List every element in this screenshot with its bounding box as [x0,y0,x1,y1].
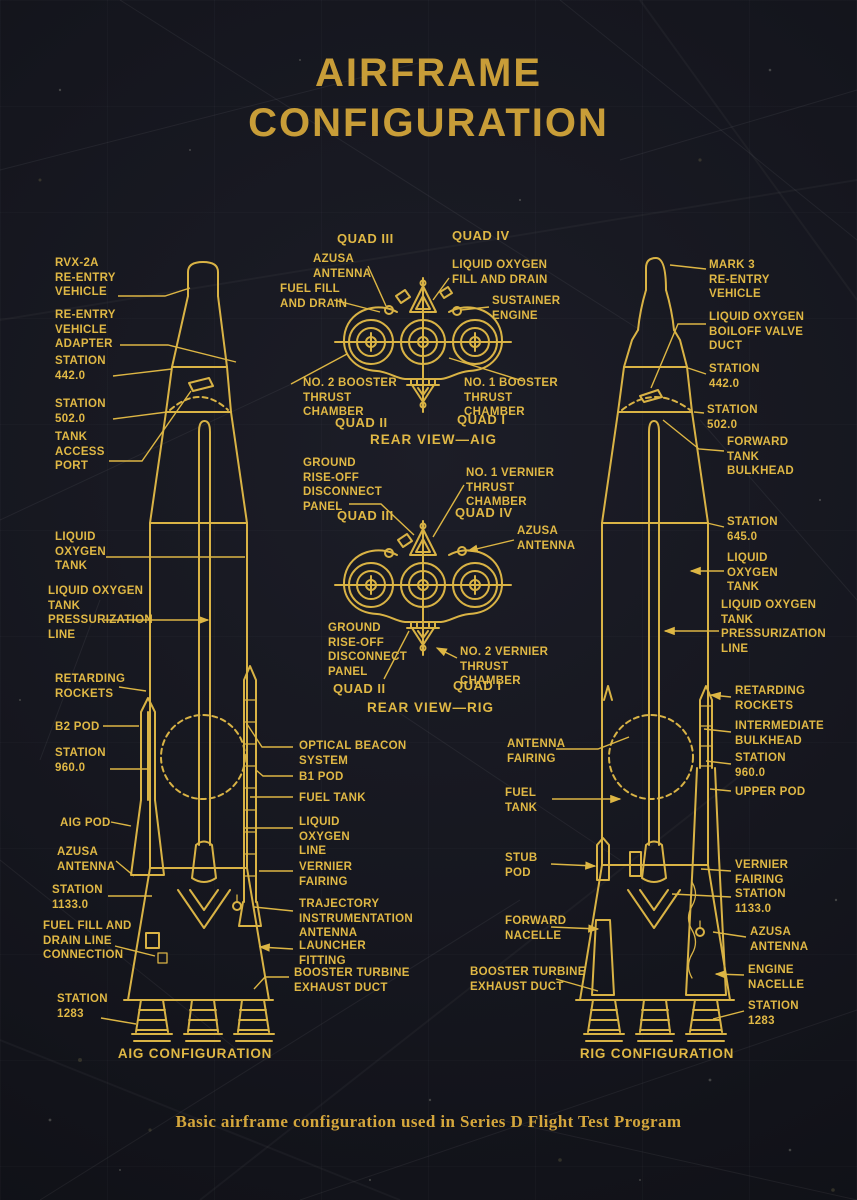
rear-view-rig-caption: REAR VIEW—RIG [367,700,495,715]
label-ground-rise-off-panel-top: GROUND RISE-OFF DISCONNECT PANEL [303,457,383,514]
label-trajectory-instrumentation-antenna: TRAJECTORY INSTRUMENTATION ANTENNA [299,898,413,940]
label-booster-turbine-duct-left: BOOSTER TURBINE EXHAUST DUCT [294,967,410,994]
label-azusa-antenna-rig-view: AZUSA ANTENNA [517,525,576,552]
label-b1-pod: B1 POD [299,771,344,783]
label-station-502-right: STATION 502.0 [707,404,758,431]
label-fuel-tank-right-rocket: FUEL TANK [505,787,538,814]
quad-iii-rig: QUAD III [337,508,394,523]
quad-iv-aig: QUAD IV [452,228,510,243]
label-station-502-left: STATION 502.0 [55,398,106,425]
label-lox-pressurization-line-right: LIQUID OXYGEN TANK PRESSURIZATION LINE [721,599,826,656]
label-station-645: STATION 645.0 [727,516,778,543]
label-launcher-fitting: LAUNCHER FITTING [299,940,366,967]
label-fuel-fill-and-drain: FUEL FILL AND DRAIN [280,283,348,310]
label-mark-3-re-entry-vehicle: MARK 3 RE-ENTRY VEHICLE [709,259,770,301]
label-upper-pod: UPPER POD [735,786,806,798]
label-forward-nacelle: FORWARD NACELLE [505,915,567,942]
label-station-442-left: STATION 442.0 [55,355,106,382]
label-azusa-antenna-left: AZUSA ANTENNA [57,846,116,873]
label-optical-beacon-system: OPTICAL BEACON SYSTEM [299,740,407,767]
rig-configuration-caption: RIG CONFIGURATION [579,1046,735,1061]
label-lox-fill-and-drain: LIQUID OXYGEN FILL AND DRAIN [452,259,548,286]
label-booster-turbine-duct-right: BOOSTER TURBINE EXHAUST DUCT [470,966,586,993]
label-no2-booster-thrust-chamber: NO. 2 BOOSTER THRUST CHAMBER [303,377,397,419]
label-liquid-oxygen-tank-right: LIQUID OXYGEN TANK [727,552,779,594]
label-stub-pod: STUB POD [505,852,538,879]
aig-configuration-caption: AIG CONFIGURATION [117,1046,273,1061]
label-re-entry-vehicle-adapter: RE-ENTRY VEHICLE ADAPTER [55,309,116,351]
label-station-1133-left: STATION 1133.0 [52,884,103,911]
label-fuel-fill-drain-connection: FUEL FILL AND DRAIN LINE CONNECTION [43,920,132,962]
label-no2-vernier-thrust-chamber: NO. 2 VERNIER THRUST CHAMBER [460,646,549,688]
label-intermediate-bulkhead: INTERMEDIATE BULKHEAD [735,720,824,747]
label-azusa-antenna-right: AZUSA ANTENNA [750,926,809,953]
label-fuel-tank-left-rocket: FUEL TANK [299,792,366,804]
label-antenna-fairing: ANTENNA FAIRING [507,738,566,765]
label-station-1133-right: STATION 1133.0 [735,888,786,915]
label-engine-nacelle: ENGINE NACELLE [748,964,805,991]
poster-title-line2: CONFIGURATION [248,101,609,145]
quad-i-rig: QUAD I [453,678,502,693]
label-retarding-rockets-right: RETARDING ROCKETS [735,685,806,712]
aig-rocket-drawing [123,261,275,1042]
label-liquid-oxygen-line: LIQUID OXYGEN LINE [299,816,351,858]
label-no1-booster-thrust-chamber: NO. 1 BOOSTER THRUST CHAMBER [464,377,558,419]
poster-title-line1: AIRFRAME [314,51,543,95]
quad-iii-aig: QUAD III [337,231,394,246]
label-station-960-left: STATION 960.0 [55,747,106,774]
label-ground-rise-off-panel-bottom: GROUND RISE-OFF DISCONNECT PANEL [328,622,408,679]
label-azusa-antenna-aig-view: AZUSA ANTENNA [313,253,372,280]
label-vernier-fairing-right-rocket: VERNIER FAIRING [735,859,789,886]
label-lox-boiloff-valve-duct: LIQUID OXYGEN BOILOFF VALVE DUCT [709,311,805,353]
quad-i-aig: QUAD I [457,412,506,427]
quad-iv-rig: QUAD IV [455,505,513,520]
label-sustainer-engine: SUSTAINER ENGINE [492,295,561,322]
footer-caption: Basic airframe configuration used in Ser… [175,1112,682,1131]
label-forward-tank-bulkhead: FORWARD TANK BULKHEAD [727,436,794,478]
label-tank-access-port: TANK ACCESS PORT [55,431,105,473]
label-no1-vernier-thrust-chamber: NO. 1 VERNIER THRUST CHAMBER [466,467,555,509]
quad-ii-aig: QUAD II [335,415,388,430]
label-vernier-fairing-left-rocket: VERNIER FAIRING [299,861,353,888]
label-station-442-right: STATION 442.0 [709,363,760,390]
label-station-1283-right: STATION 1283 [748,1000,799,1027]
label-retarding-rockets-left: RETARDING ROCKETS [55,673,126,700]
label-aig-pod: AIG POD [60,817,111,829]
label-station-1283-left: STATION 1283 [57,993,108,1020]
label-rvx-2a-re-entry-vehicle: RVX-2A RE-ENTRY VEHICLE [55,257,116,299]
label-station-960-right: STATION 960.0 [735,752,786,779]
label-b2-pod: B2 POD [55,721,100,733]
quad-ii-rig: QUAD II [333,681,386,696]
leader-lines [100,264,747,1025]
rear-view-aig-caption: REAR VIEW—AIG [370,432,498,447]
label-lox-pressurization-line-left: LIQUID OXYGEN TANK PRESSURIZATION LINE [48,585,153,642]
label-liquid-oxygen-tank-left: LIQUID OXYGEN TANK [55,531,107,573]
